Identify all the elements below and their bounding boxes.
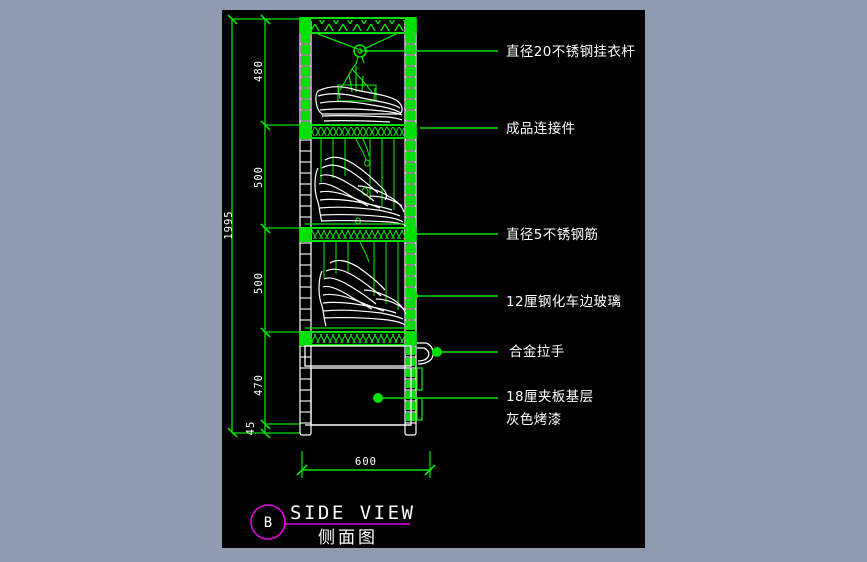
dimension-seg-470: 470 (253, 374, 265, 396)
title-chinese: 侧面图 (318, 528, 378, 548)
hanger-lines-middle (320, 138, 395, 210)
title-block: B SIDE VIEW 侧面图 (250, 502, 415, 548)
dimension-group-vertical: 1995 480 500 5 (223, 14, 300, 439)
hanger-lines-lower (323, 241, 399, 310)
garment-stack-top (315, 86, 403, 123)
annotation-tempered-glass: 12厘钢化车边玻璃 (506, 293, 621, 310)
column-right-rungs (405, 32, 416, 424)
garment-group-middle (314, 138, 407, 227)
annotation-grey-paint: 灰色烤漆 (506, 411, 562, 428)
annotation-hanging-rod: 直径20不锈钢挂衣杆 (506, 44, 635, 60)
dimension-seg-480: 480 (253, 60, 265, 82)
leader-dot-handle (432, 347, 442, 357)
dimension-width-label: 600 (355, 456, 377, 468)
shelf-top-truss-hatch (310, 20, 406, 31)
dimension-overall-label: 1995 (223, 210, 235, 239)
garment-group-lower (318, 241, 407, 327)
dimension-seg-500-lower: 500 (253, 272, 265, 294)
dim-extension-lines (232, 18, 300, 434)
annotation-plywood-base: 18厘夹板基层 (506, 388, 593, 405)
garment-stack-lower (318, 259, 407, 327)
dimension-seg-500-upper: 500 (253, 166, 265, 188)
annotation-connector: 成品连接件 (506, 120, 576, 137)
cabinet-base (304, 345, 412, 426)
dimtick-width (296, 464, 436, 476)
title-english: SIDE VIEW (290, 502, 415, 524)
alloy-handle-shape (417, 342, 434, 365)
shelf-fourth (299, 327, 417, 346)
annotation-leader-dots (373, 230, 442, 403)
leader-dot-plywood (373, 393, 383, 403)
column-left-green-fill (301, 21, 310, 136)
dimension-width-600: 600 (296, 451, 436, 478)
leader-dot-glass (410, 292, 418, 300)
view-bubble-letter: B (264, 515, 272, 531)
hinge-upper (416, 367, 423, 391)
garment-stack-middle (314, 156, 407, 227)
shelf-top (299, 17, 417, 34)
annotation-alloy-handle: 合金拉手 (509, 344, 565, 360)
shelf-second (299, 124, 417, 139)
annotation-steel-bar: 直径5不锈钢筋 (506, 226, 598, 243)
view-bubble-circle (250, 504, 286, 540)
drawing-canvas-background (222, 10, 645, 548)
dimension-seg-45: 45 (245, 421, 257, 436)
leader-dot-steel-bar (406, 230, 414, 238)
dim-segment-ticks (260, 14, 271, 439)
column-left-rungs (300, 32, 311, 424)
